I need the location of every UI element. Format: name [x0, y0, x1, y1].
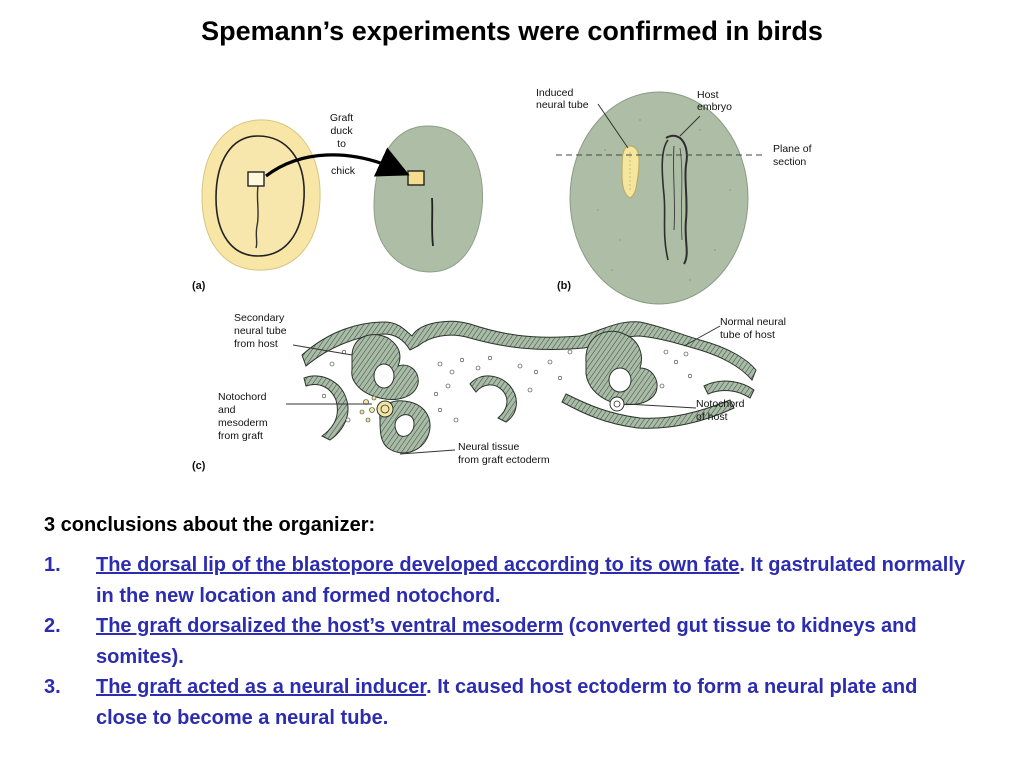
chick-embryo [373, 125, 484, 273]
panel-c: Secondary neural tube from host Normal n… [192, 312, 789, 472]
graft-arrow [265, 147, 410, 178]
host-neural-tube [665, 135, 688, 265]
panel-a: Graft duck to chick (a) [192, 112, 484, 292]
host-notochord [609, 396, 625, 412]
chick-graft-square [407, 170, 425, 186]
secondary-label: Secondary neural tube from host [234, 312, 289, 350]
item-number: 2. [44, 615, 61, 637]
endoderm-center [469, 375, 517, 423]
endoderm-left [303, 375, 349, 441]
duck-primitive-streak [255, 185, 259, 249]
ectoderm-layer [301, 320, 757, 381]
graft-notochord [376, 400, 394, 418]
item-rest: (converted gut tissue to kidneys and som… [96, 615, 917, 668]
panel-c-letter: (c) [192, 460, 206, 472]
duck-graft-square [247, 171, 265, 187]
item-underlined: The graft dorsalized the host’s ventral … [96, 615, 564, 637]
item-underlined: The graft acted as a neural inducer [96, 676, 427, 698]
conclusion-item: 2. The graft dorsalized the host’s ventr… [44, 611, 974, 672]
notochord-host-label: Notochord of host [696, 398, 747, 423]
panel-b-letter: (b) [557, 280, 571, 292]
conclusion-item: 1. The dorsal lip of the blastopore deve… [44, 550, 974, 611]
notochord-graft-label: Notochord and mesoderm from graft [218, 391, 271, 442]
conclusion-item: 3. The graft acted as a neural inducer. … [44, 672, 974, 733]
normal-label: Normal neural tube of host [720, 316, 789, 341]
host-label: Host embryo [697, 89, 732, 113]
item-number: 3. [44, 676, 61, 698]
endoderm-right [561, 393, 735, 429]
item-rest: . It caused host ectoderm to form a neur… [96, 676, 918, 729]
conclusions-heading: 3 conclusions about the organizer: [44, 514, 376, 536]
panel-a-letter: (a) [192, 280, 206, 292]
item-rest: . It gastrulated normally in the new loc… [96, 554, 966, 607]
induced-label: Induced neural tube [536, 87, 589, 111]
mesenchyme [359, 395, 377, 423]
slide-title: Spemann’s experiments were confirmed in … [201, 16, 823, 46]
panel-b: Induced neural tube Host embryo Plane of… [536, 87, 814, 305]
duck-embryo-area [215, 135, 305, 257]
item-underlined: The dorsal lip of the blastopore develop… [96, 554, 740, 576]
host-embryo [569, 91, 749, 305]
plane-label: Plane of section [773, 143, 814, 168]
conclusions-list: 1. The dorsal lip of the blastopore deve… [44, 550, 974, 733]
item-number: 1. [44, 554, 61, 576]
chick-primitive-streak [431, 197, 434, 247]
embryo-figure: Graft duck to chick (a) Induced neural t… [192, 87, 814, 472]
graft-label: Graft duck to chick [330, 112, 356, 177]
neural-tissue-label: Neural tissue from graft ectoderm [458, 441, 550, 466]
